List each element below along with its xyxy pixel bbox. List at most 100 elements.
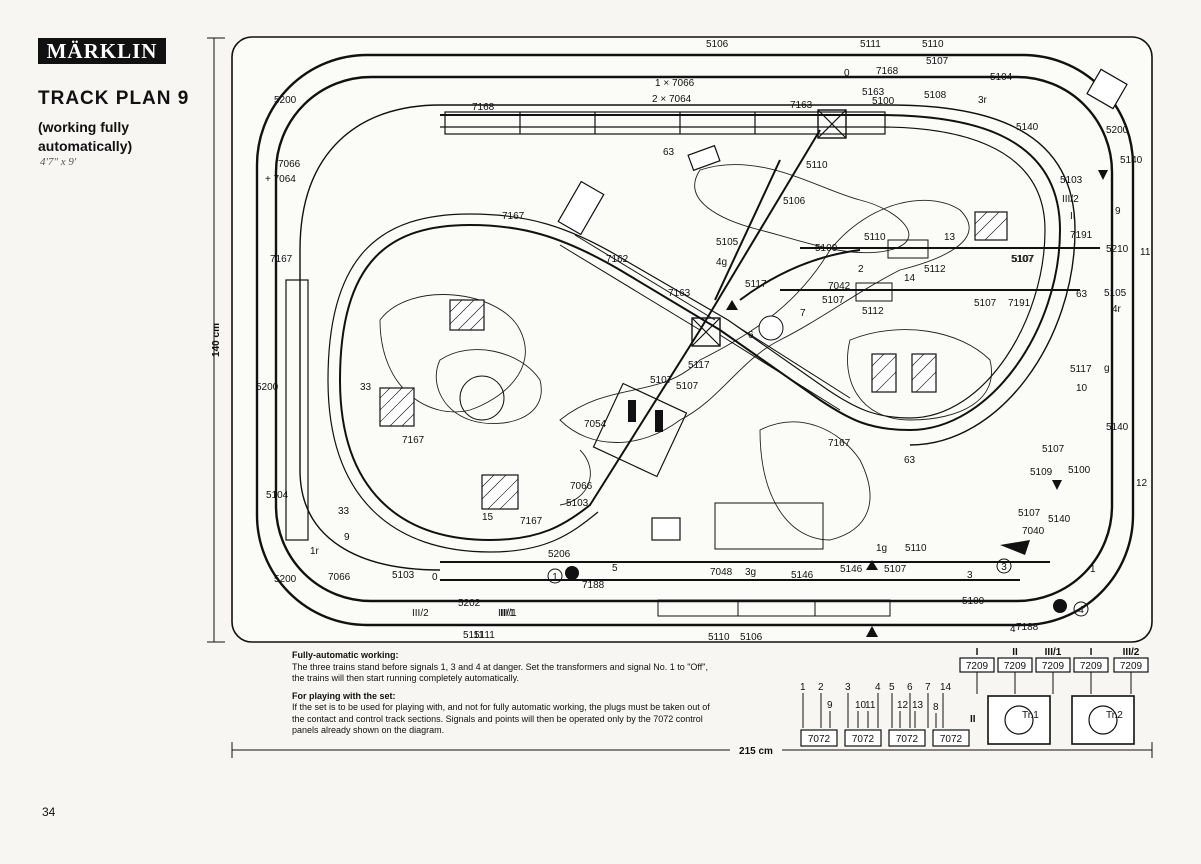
track-label: 5200 [256,382,279,393]
track-label: 5140 [1120,155,1143,166]
track-label: 7054 [584,419,607,430]
track-label: 5100 [815,243,838,254]
track-label: g [1104,363,1110,374]
track-label: 5202 [458,598,481,609]
pond [459,375,505,421]
switch-number: 13 [912,700,924,711]
track-label: 10 [1076,383,1088,394]
track-label: 5210 [1106,244,1129,255]
track-label: 7048 [710,567,733,578]
track-label: 33 [338,506,350,517]
transformer-dial [1004,705,1034,735]
track-label: 7066 [278,159,301,170]
track-label: 5100 [1068,465,1091,476]
track-label: 5105 [716,237,739,248]
track-label: III/2 [412,608,429,619]
auto-text: The three trains stand before signals 1,… [292,661,708,684]
track-label: 7163 [790,100,813,111]
oval-rail [299,104,1076,571]
platforms [657,239,929,617]
control-panel-box [888,729,926,747]
track-label: 5112 [862,306,884,317]
track-label: 5206 [548,549,571,560]
track-label: 7167 [828,438,851,449]
track-label: 14 [904,273,916,284]
crossing-center-x [691,317,721,347]
switch-number: 3 [845,682,851,693]
track-label: 33 [360,382,372,393]
track-label: + 7064 [265,174,296,185]
track-label: 5146 [791,570,814,581]
tank-structure [758,315,784,341]
page-number: 34 [42,805,56,819]
outer-loop-track [255,53,1135,627]
switch-number: 6 [907,682,913,693]
width-label: 215 cm [739,746,773,757]
track-label: 5140 [1048,514,1071,525]
track-label: 1 [1090,564,1096,575]
track-label: III/1 [500,608,517,619]
track-label: 2 [858,264,864,275]
track-label: 7163 [668,288,691,299]
track-label: 5104 [266,490,289,501]
track-label: 5146 [840,564,863,575]
crossing-upper-x [817,109,847,139]
contact-roman: I [976,647,979,658]
track-label: 5107 [926,56,949,67]
track-label: 5107 [1042,444,1065,455]
switch-number: 2 [818,682,824,693]
switch-number: 1 [800,682,806,693]
track-label: 7191 [1070,230,1093,241]
crossing-upper [817,109,847,139]
control-panel-label: 7072 [808,734,831,745]
control-panel-label: 7072 [852,734,875,745]
track-label: 3g [745,567,756,578]
track-label: 5106 [706,39,729,50]
figure-eight-edge [327,126,1046,553]
track-label: 5200 [274,574,297,585]
track-label: II [1070,211,1076,222]
track-label: 4 [1010,624,1016,635]
track-label: 11 [1140,247,1151,258]
contact-panel-label: 7209 [1080,661,1103,672]
contact-roman: III/2 [1123,647,1140,658]
control-panel-box [800,729,838,747]
track-label: 9 [344,532,350,543]
play-text: If the set is to be used for playing wit… [292,702,710,735]
track-label: 5110 [905,543,927,554]
brand-logo: MÄRKLIN [38,38,166,64]
track-label: 5103 [1060,175,1083,186]
track-label: 5163 [862,87,885,98]
signal-number: 4 [1078,605,1084,616]
track-label: 7167 [502,211,525,222]
track-label: 5112 [924,264,946,275]
track-label: 1r [310,546,320,557]
terrain-contours [379,164,992,541]
track-label: 3r [978,95,988,106]
track-label: 12 [1136,478,1148,489]
track-label: 5107 [974,298,997,309]
track-label: 5100 [872,96,895,107]
track-label: 5107 [822,295,845,306]
signal-number: 1 [552,572,558,583]
middle-loop-track [274,75,1114,603]
contact-panel-label: 7209 [1004,661,1027,672]
track-label: 5107 [650,375,673,386]
transformer-box [987,695,1051,745]
track-label: 7188 [582,580,605,591]
track-label: 5106 [783,196,806,207]
buildings [379,68,1128,541]
transformer-label: Tr.2 [1106,710,1123,721]
auto-heading: Fully-automatic working: [292,650,399,660]
switch-number: 11 [865,700,876,711]
switch-number: 5 [889,682,895,693]
track-label: 7040 [1022,526,1045,537]
switch-number: 10 [855,700,867,711]
track-label: 5200 [1106,125,1129,136]
track-label: 5140 [1016,122,1039,133]
track-label: 5140 [1106,422,1129,433]
